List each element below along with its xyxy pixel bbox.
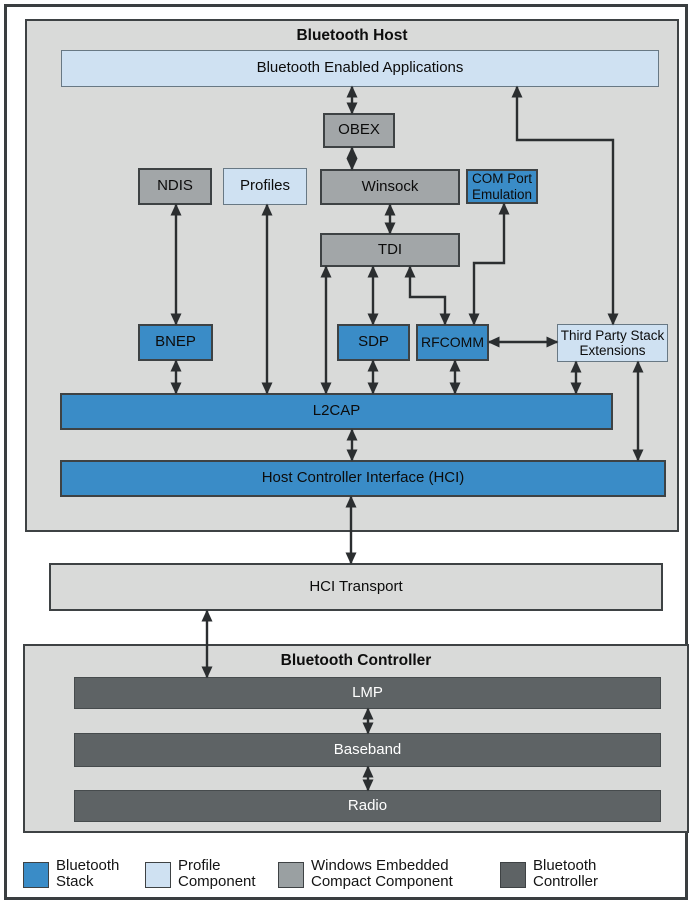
- node-winsock: Winsock: [320, 169, 460, 205]
- com-port-line2: Emulation: [471, 186, 533, 202]
- legend-swatch-bluetooth-stack: [23, 862, 49, 888]
- legend-0-line1: Bluetooth: [56, 857, 120, 874]
- node-l2cap: L2CAP: [60, 393, 613, 430]
- node-hci: Host Controller Interface (HCI): [60, 460, 666, 497]
- legend-label-bluetooth-stack: Bluetooth Stack: [56, 858, 119, 890]
- node-lmp: LMP: [74, 677, 661, 709]
- com-port-line1: COM Port: [471, 171, 532, 187]
- legend-0-line2: Stack: [56, 873, 94, 890]
- node-hci-transport: HCI Transport: [49, 563, 663, 611]
- legend-swatch-windows-component: [278, 862, 304, 888]
- legend-label-profile-component: Profile Component: [178, 858, 256, 890]
- node-radio: Radio: [74, 790, 661, 822]
- third-party-line2: Extensions: [579, 343, 646, 358]
- legend-label-bluetooth-controller: Bluetooth Controller: [533, 858, 598, 890]
- legend-label-windows-component: Windows Embedded Compact Component: [311, 858, 453, 890]
- node-bnep: BNEP: [138, 324, 213, 361]
- third-party-line1: Third Party Stack: [560, 327, 665, 343]
- legend-swatch-bluetooth-controller: [500, 862, 526, 888]
- node-sdp: SDP: [337, 324, 410, 361]
- node-third-party-stack-extensions: Third Party Stack Extensions: [557, 324, 668, 362]
- node-tdi: TDI: [320, 233, 460, 267]
- legend-3-line1: Bluetooth: [533, 857, 597, 874]
- legend-swatch-profile-component: [145, 862, 171, 888]
- node-obex: OBEX: [323, 113, 395, 148]
- node-ndis: NDIS: [138, 168, 212, 205]
- legend-3-line2: Controller: [533, 873, 599, 890]
- node-com-port-emulation: COM Port Emulation: [466, 169, 538, 204]
- bluetooth-controller-title: Bluetooth Controller: [280, 652, 432, 669]
- bluetooth-host-title: Bluetooth Host: [296, 27, 408, 44]
- node-baseband: Baseband: [74, 733, 661, 767]
- legend-1-line1: Profile: [178, 857, 221, 874]
- legend-2-line1: Windows Embedded: [311, 857, 449, 874]
- node-profiles: Profiles: [223, 168, 307, 205]
- node-bluetooth-enabled-applications: Bluetooth Enabled Applications: [61, 50, 659, 87]
- node-rfcomm: RFCOMM: [416, 324, 489, 361]
- bluetooth-host-container: [25, 19, 679, 532]
- legend-1-line2: Component: [178, 873, 256, 890]
- legend-2-line2: Compact Component: [311, 873, 453, 890]
- outer-frame: [4, 4, 688, 900]
